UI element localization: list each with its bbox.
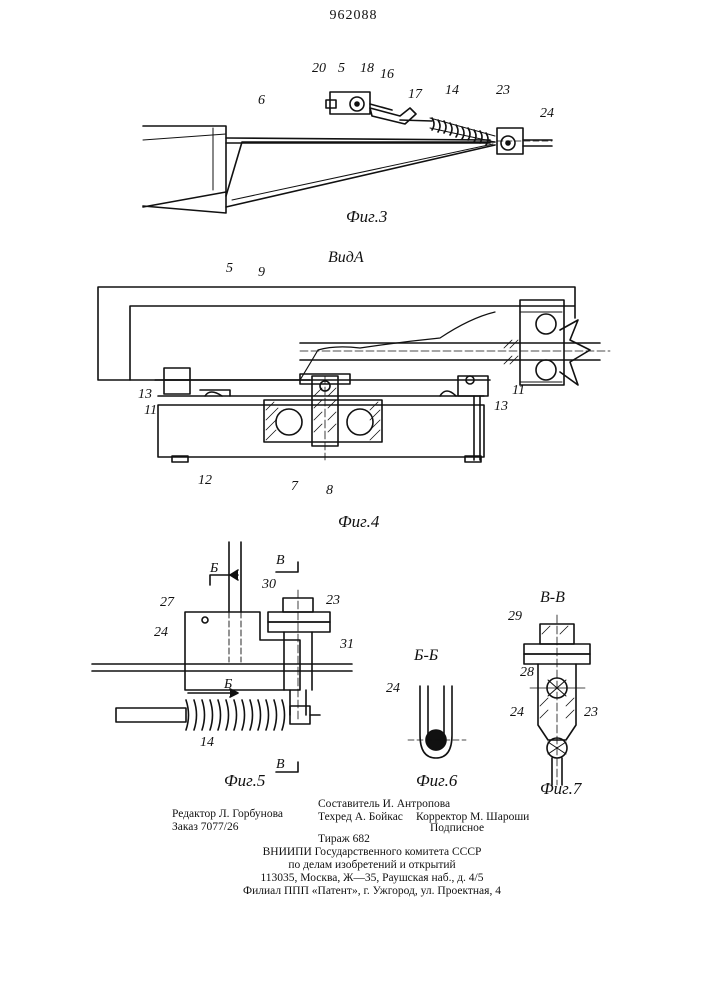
fig4-label-13-left: 13 bbox=[138, 387, 152, 402]
figure-4 bbox=[98, 287, 610, 462]
fig3-label-16: 16 bbox=[380, 67, 394, 82]
fig3-rod-lower bbox=[226, 142, 495, 196]
fig3-caption: Фиг.3 bbox=[346, 207, 387, 226]
imprint-subscription: Подписное bbox=[430, 822, 484, 835]
fig4-label-11-right: 11 bbox=[512, 383, 525, 398]
fig7-section-title: В-В bbox=[540, 589, 565, 606]
fig4-caption: Фиг.4 bbox=[338, 512, 380, 531]
fig7-caption: Фиг.7 bbox=[540, 779, 583, 798]
fig5-label-14: 14 bbox=[200, 735, 214, 750]
fig3-rod-upper bbox=[226, 138, 490, 140]
fig4-bracket-left bbox=[164, 368, 190, 394]
fig4-label-11-left: 11 bbox=[144, 403, 157, 418]
fig5-caption: Фиг.5 bbox=[224, 771, 265, 790]
fig4-label-5: 5 bbox=[226, 261, 233, 276]
fig4-view-title: ВидА bbox=[328, 249, 364, 266]
figure-7 bbox=[524, 615, 590, 785]
fig6-caption: Фиг.6 bbox=[416, 771, 458, 790]
imprint-org-line1: ВНИИПИ Государственного комитета СССР bbox=[172, 846, 572, 859]
fig3-spring bbox=[430, 118, 495, 145]
imprint-circulation: Тираж 682 bbox=[318, 833, 370, 846]
imprint-address: 113035, Москва, Ж—35, Раушская наб., д. … bbox=[172, 872, 572, 885]
imprint-techred: Техред А. Бойкас bbox=[318, 811, 403, 824]
fig5-mark-b-top: Б bbox=[209, 561, 218, 576]
fig7-label-24: 24 bbox=[510, 705, 524, 720]
fig3-beam bbox=[143, 126, 226, 207]
fig3-label-24: 24 bbox=[540, 106, 554, 121]
fig7-label-29: 29 bbox=[508, 609, 522, 624]
figure-6 bbox=[408, 686, 466, 758]
fig4-label-8: 8 bbox=[326, 483, 333, 498]
fig3-label-17: 17 bbox=[408, 87, 423, 102]
imprint-org-line2: по делам изобретений и открытий bbox=[172, 859, 572, 872]
fig6-section-title: Б-Б bbox=[413, 647, 439, 664]
fig3-label-5: 5 bbox=[338, 61, 345, 76]
fig5-label-31: 31 bbox=[339, 637, 354, 652]
fig5-label-30: 30 bbox=[261, 577, 276, 592]
figure-5 bbox=[92, 542, 352, 772]
imprint-order: Заказ 7077/26 bbox=[172, 821, 239, 834]
imprint-editor: Редактор Л. Горбунова bbox=[172, 808, 283, 821]
fig3-label-14: 14 bbox=[445, 83, 459, 98]
fig4-bracket-right bbox=[458, 376, 488, 396]
fig5-label-23: 23 bbox=[326, 593, 340, 608]
imprint-branch: Филиал ППП «Патент», г. Ужгород, ул. Про… bbox=[172, 885, 572, 898]
fig5-label-27: 27 bbox=[160, 595, 175, 610]
fig4-label-13-right: 13 bbox=[494, 399, 508, 414]
fig6-label-24: 24 bbox=[386, 681, 400, 696]
fig7-label-28: 28 bbox=[520, 665, 534, 680]
fig4-label-12: 12 bbox=[198, 473, 212, 488]
fig3-label-23: 23 bbox=[496, 83, 510, 98]
imprint-compiler: Составитель И. Антропова bbox=[318, 798, 450, 811]
fig4-center-bearing bbox=[264, 374, 382, 460]
fig7-label-23: 23 bbox=[584, 705, 598, 720]
fig5-label-24: 24 bbox=[154, 625, 168, 640]
fig4-label-9: 9 bbox=[258, 265, 265, 280]
fig3-label-18: 18 bbox=[360, 61, 374, 76]
figure-3 bbox=[143, 92, 552, 213]
fig5-mark-v-bottom: В bbox=[276, 757, 285, 772]
fig3-label-6: 6 bbox=[258, 93, 265, 108]
fig4-beam bbox=[98, 287, 575, 380]
fig5-mark-b-mid: Б bbox=[223, 677, 232, 692]
fig3-label-20: 20 bbox=[312, 61, 326, 76]
fig5-block bbox=[185, 612, 300, 690]
fig4-label-7: 7 bbox=[291, 479, 299, 494]
fig5-mark-v-top: В bbox=[276, 553, 285, 568]
